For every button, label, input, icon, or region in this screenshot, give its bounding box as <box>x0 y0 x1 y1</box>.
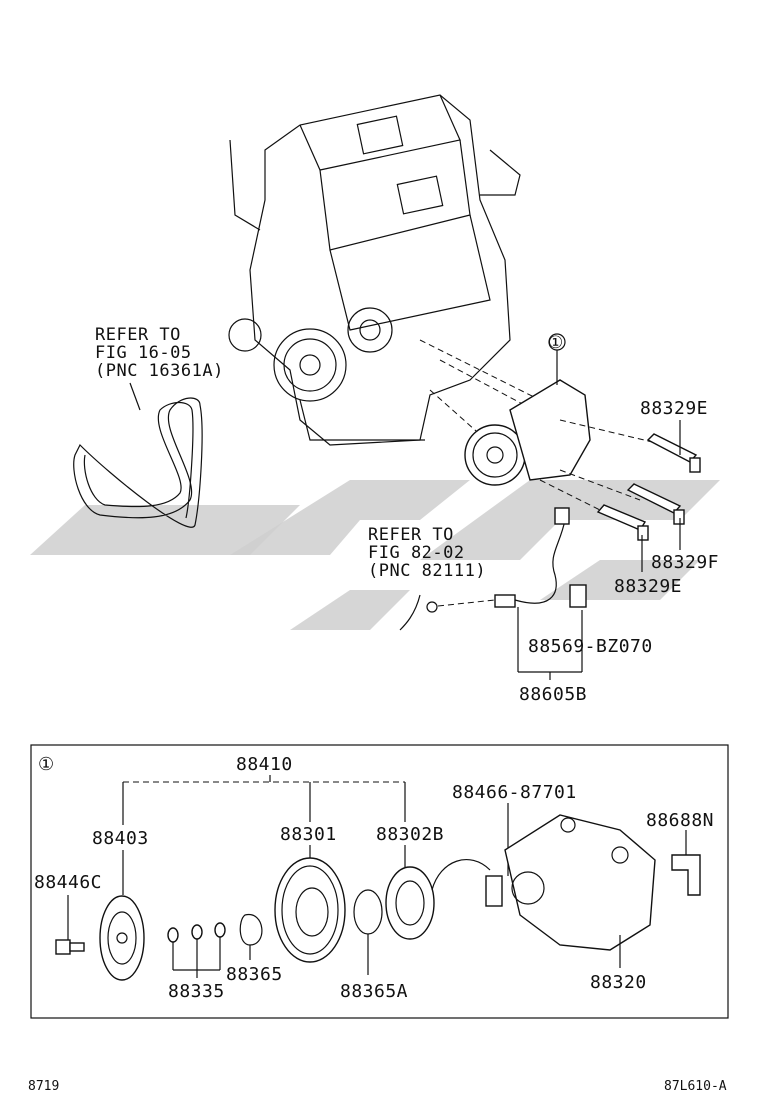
label-88329E-bottom[interactable]: 88329E <box>614 576 682 597</box>
label-88301[interactable]: 88301 <box>280 824 337 845</box>
footer-left-code: 8719 <box>28 1079 59 1094</box>
bolts-88329 <box>596 433 701 541</box>
label-88302B[interactable]: 88302B <box>376 824 444 845</box>
label-88320[interactable]: 88320 <box>590 972 647 993</box>
detail-frame <box>30 744 729 1019</box>
refer-belt-line3: (PNC 16361A) <box>95 361 224 381</box>
label-88446C[interactable]: 88446C <box>34 872 102 893</box>
label-88605B[interactable]: 88605B <box>519 684 587 705</box>
refer-sensor-line3: (PNC 82111) <box>368 561 486 581</box>
drive-belt <box>73 382 203 528</box>
label-88365A[interactable]: 88365A <box>340 981 408 1002</box>
label-88329E-top[interactable]: 88329E <box>640 398 708 419</box>
callout-marker-detail: ① <box>38 754 55 775</box>
refer-belt-line2: FIG 16-05 <box>95 343 192 363</box>
refer-sensor-line1: REFER TO <box>368 525 454 545</box>
callout-marker-engine: ① <box>548 333 564 353</box>
label-88466-87701[interactable]: 88466-87701 <box>452 782 577 803</box>
leaders-88329 <box>641 420 681 572</box>
label-88569-BZ070[interactable]: 88569-BZ070 <box>528 636 653 657</box>
label-88365[interactable]: 88365 <box>226 964 283 985</box>
refer-belt-line1: REFER TO <box>95 325 181 345</box>
compressor-on-engine <box>464 333 666 516</box>
bracket-88410 <box>122 775 406 825</box>
label-88410[interactable]: 88410 <box>236 754 293 775</box>
footer-right-code: 87L610-A <box>664 1079 727 1094</box>
refer-sensor-line2: FIG 82-02 <box>368 543 465 563</box>
label-88403[interactable]: 88403 <box>92 828 149 849</box>
label-88335[interactable]: 88335 <box>168 981 225 1002</box>
sensor-harness <box>399 507 587 680</box>
label-88329F[interactable]: 88329F <box>651 552 719 573</box>
label-88688N[interactable]: 88688N <box>646 810 714 831</box>
detail-parts <box>55 803 701 981</box>
